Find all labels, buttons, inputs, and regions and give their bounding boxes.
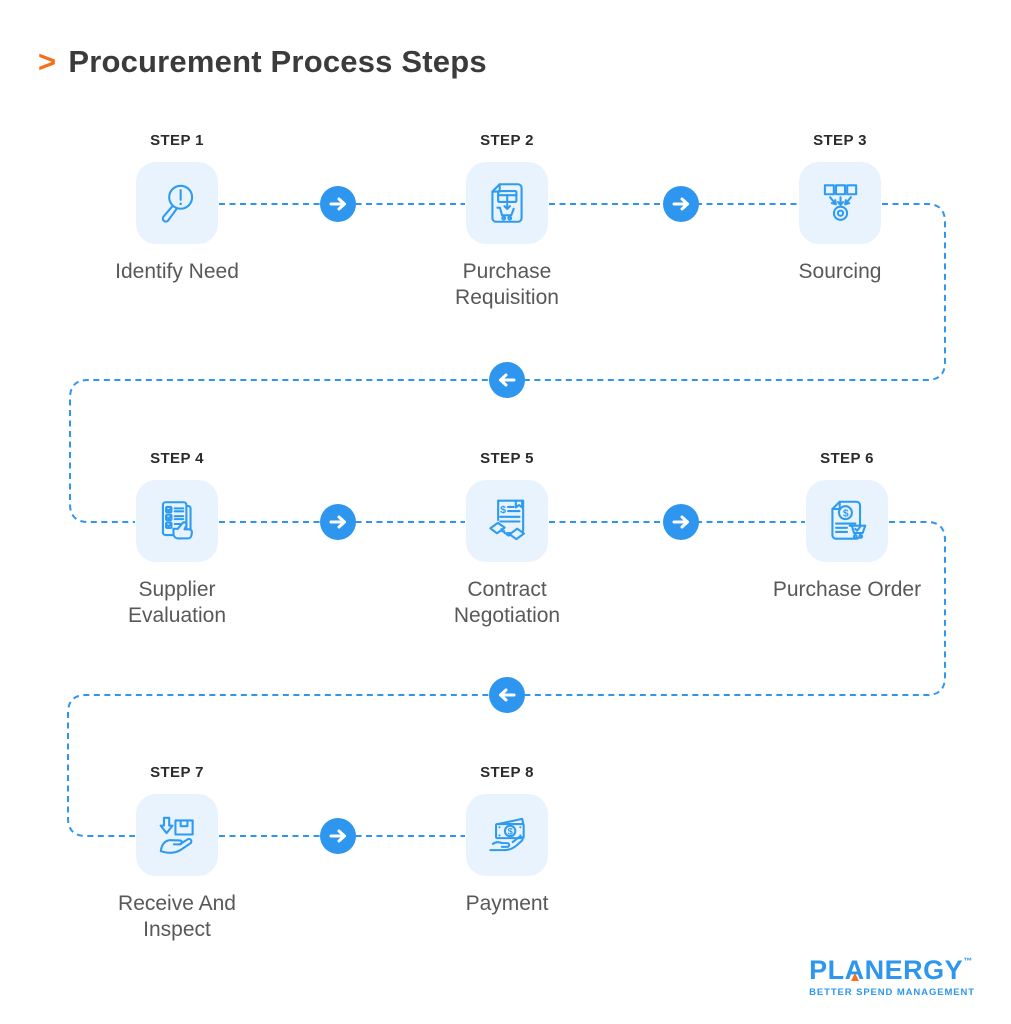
page-title: > Procurement Process Steps [38,44,487,80]
logo-text-suffix: NERGY [864,955,964,985]
step-2-purchase-requisition: STEP 2 Purchase Requisition [397,132,617,311]
step-card [136,794,218,876]
step-card [799,162,881,244]
step-name: Purchase Requisition [455,260,559,309]
step-4-supplier-evaluation: STEP 4 Supplier Evaluation [67,450,287,629]
step-card [466,162,548,244]
step-label: STEP 5 [480,450,534,467]
step-name: Receive And Inspect [118,892,236,941]
arrow-left-icon [499,688,516,702]
trademark-symbol: ™ [963,956,973,966]
step-card [136,480,218,562]
step-name: Contract Negotiation [453,578,561,627]
svg-text:$: $ [508,826,514,836]
arrow-right-icon [672,197,689,211]
svg-text:$: $ [843,508,849,519]
step-6-purchase-order: STEP 6 $ Purchase Order [737,450,957,603]
logo-text-prefix: PL [809,955,845,985]
step-1-identify-need: STEP 1 Identify Need [67,132,287,285]
logo-tagline: BETTER SPEND MANAGEMENT [809,987,975,998]
options-to-target-icon [823,184,858,221]
step-card: $ [466,794,548,876]
checklist-thumbs-up-icon [161,501,193,540]
magnifier-alert-icon [161,184,194,223]
step-label: STEP 6 [820,450,874,467]
hand-receiving-box-icon [159,816,194,854]
requisition-document-cart-icon [491,183,523,223]
svg-text:$: $ [500,505,506,516]
step-3-sourcing: STEP 3 Sourcing [730,132,950,285]
arrow-right-icon [329,829,346,843]
step-name: Supplier Evaluation [127,578,227,627]
title-chevron-accent: > [38,44,57,79]
contract-handshake-icon: $ [489,499,526,541]
step-7-receive-and-inspect: STEP 7 Receive And Inspect [67,764,287,943]
arrow-right-icon [329,515,346,529]
invoice-cart-check-icon: $ [831,500,867,540]
arrow-right-icon [329,197,346,211]
step-label: STEP 3 [813,132,867,149]
step-label: STEP 8 [480,764,534,781]
step-name: Purchase Order [772,578,922,601]
flow-arrow-step1-step2 [320,186,356,222]
logo-letter-a: A [844,955,865,985]
flow-arrow-step2-step3 [663,186,699,222]
step-label: STEP 2 [480,132,534,149]
page-title-text: Procurement Process Steps [68,44,487,79]
step-name: Identify Need [115,260,239,283]
step-card [136,162,218,244]
step-card: $ [466,480,548,562]
hand-with-money-icon: $ [489,817,525,852]
flow-arrow-step5-step6 [663,504,699,540]
flow-arrow-wrap-row1 [489,362,525,398]
arrow-right-icon [672,515,689,529]
step-name: Payment [465,892,549,915]
planergy-logo: PLANERGY™ BETTER SPEND MANAGEMENT [809,957,975,998]
step-label: STEP 1 [150,132,204,149]
flow-arrow-wrap-row2 [489,677,525,713]
step-label: STEP 4 [150,450,204,467]
step-8-payment: STEP 8 $ Payment [397,764,617,917]
planergy-logo-wordmark: PLANERGY™ [809,957,975,984]
flow-arrow-step7-step8 [320,818,356,854]
arrow-left-icon [499,373,516,387]
step-name: Sourcing [798,260,882,283]
step-label: STEP 7 [150,764,204,781]
step-5-contract-negotiation: STEP 5 $ Contract Negotiation [397,450,617,629]
step-card: $ [806,480,888,562]
flow-arrow-step4-step5 [320,504,356,540]
